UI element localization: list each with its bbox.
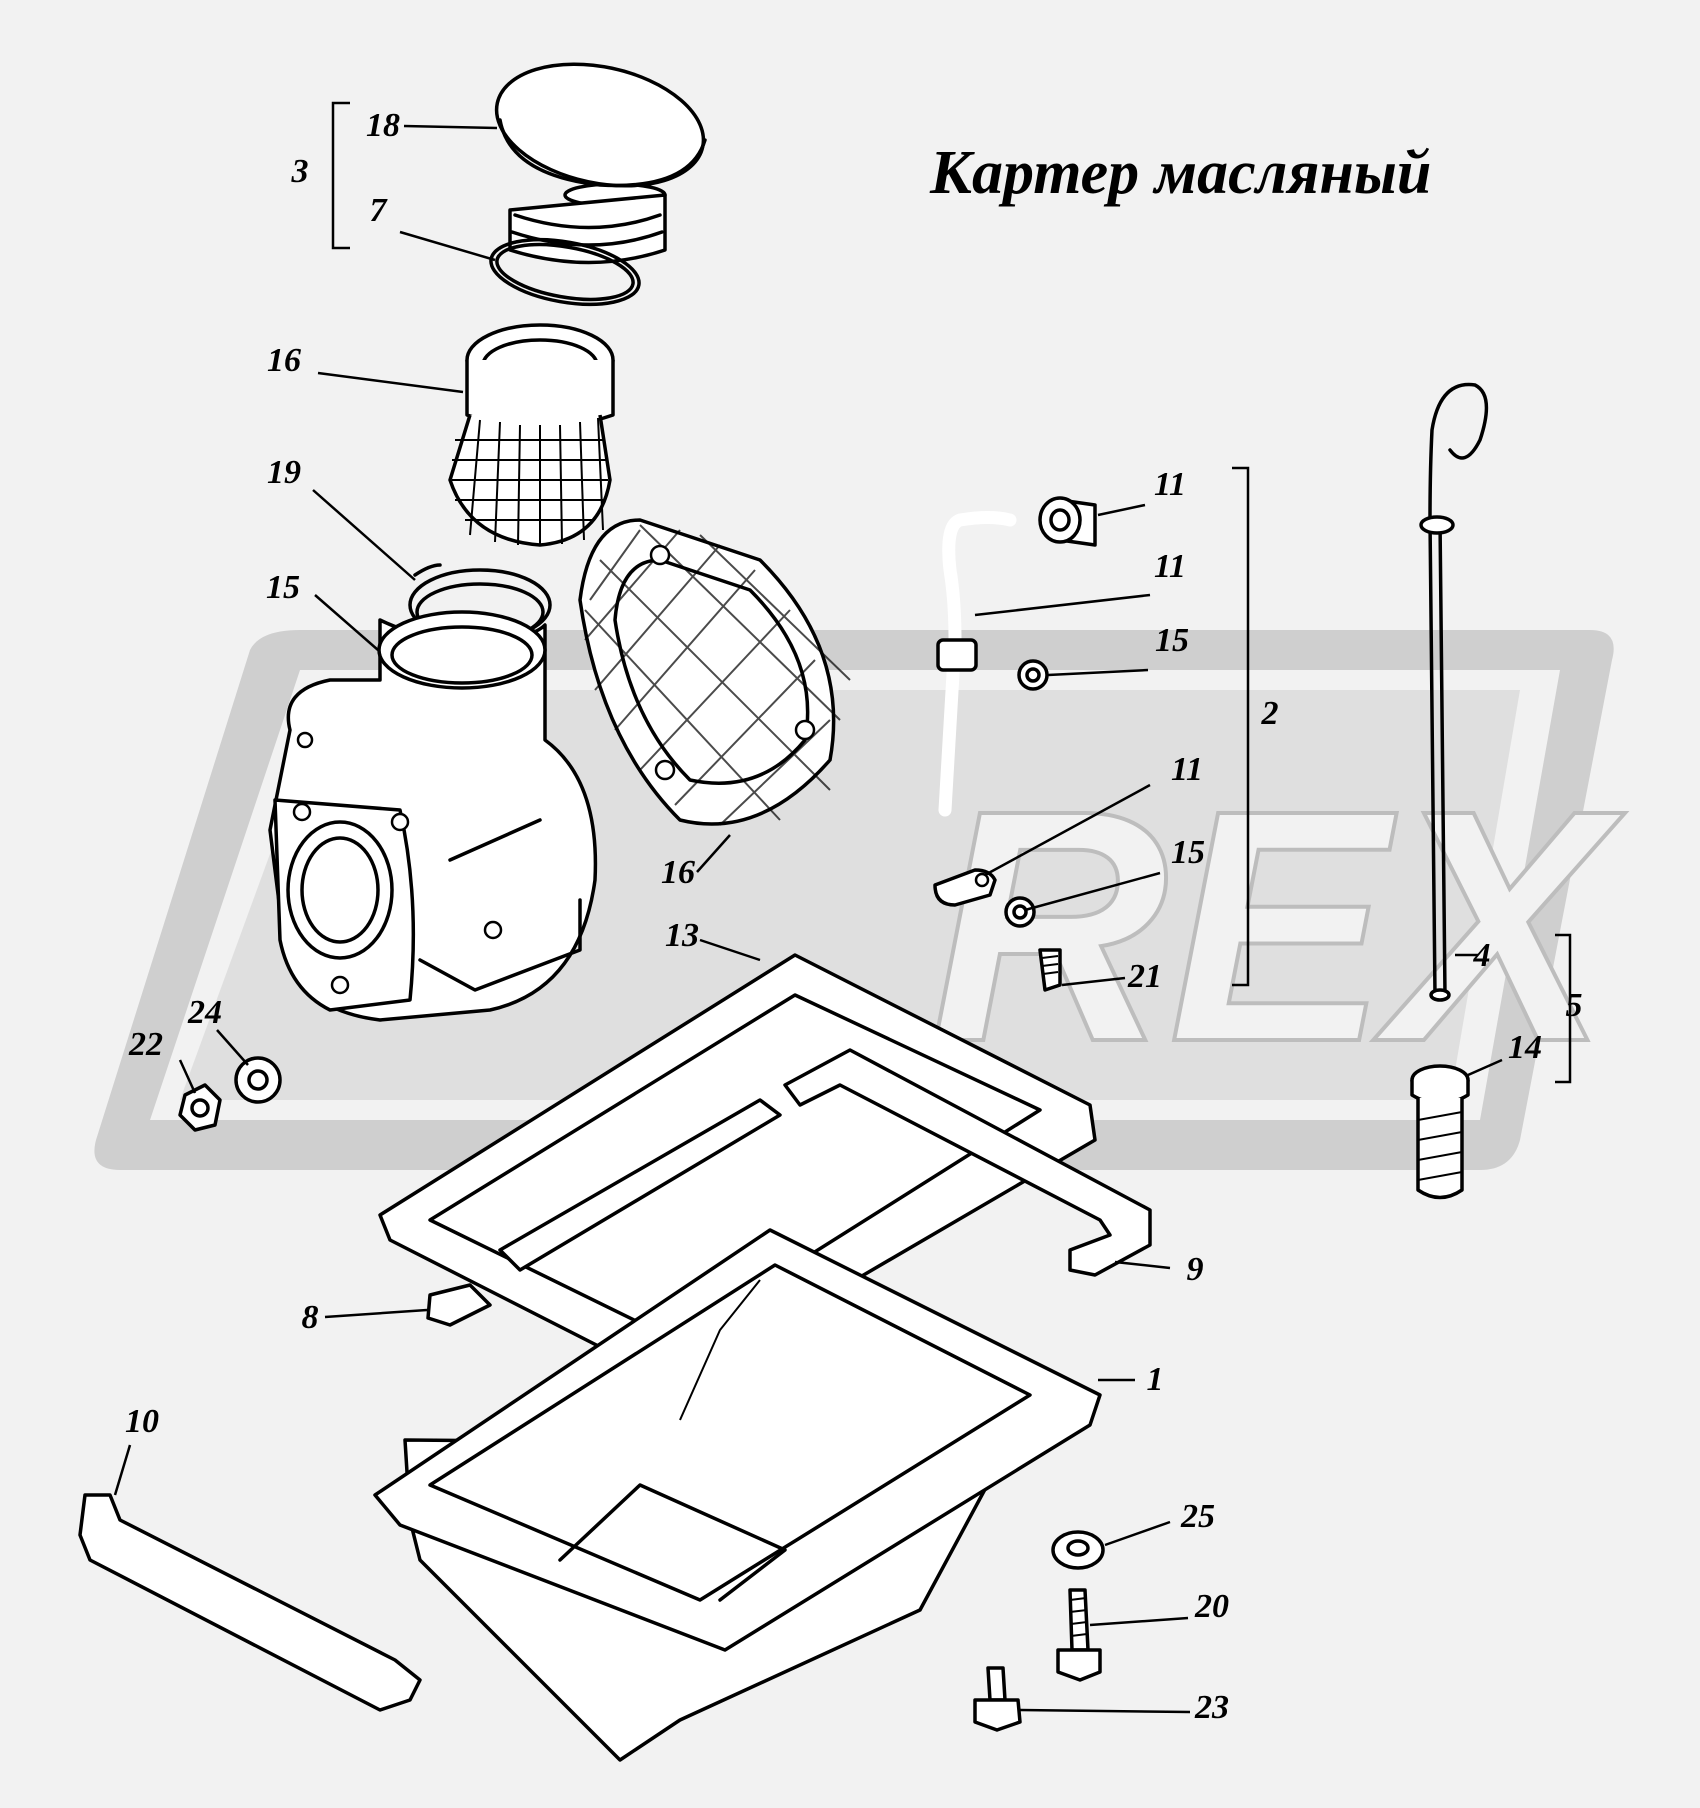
dipstick xyxy=(1419,382,1489,1002)
callout-9: 9 xyxy=(1186,1251,1204,1288)
callout-4: 4 xyxy=(1473,937,1491,974)
callout-20: 20 xyxy=(1195,1588,1229,1625)
diagram-title: Картер масляный xyxy=(930,139,1432,207)
oil-strainer xyxy=(448,323,615,547)
callout-14: 14 xyxy=(1508,1029,1542,1066)
leader-lines xyxy=(113,124,1503,1714)
washer-25 xyxy=(1051,1530,1105,1570)
callout-7: 7 xyxy=(369,192,387,229)
callout-19: 19 xyxy=(267,454,301,491)
nut-22 xyxy=(178,1083,222,1132)
strainer-gasket xyxy=(578,518,851,826)
pan-gasket-13 xyxy=(378,953,1097,1387)
callout-10: 10 xyxy=(125,1403,159,1440)
callout-2: 2 xyxy=(1261,695,1279,732)
callout-1: 1 xyxy=(1146,1361,1164,1398)
drain-plug xyxy=(1410,1064,1470,1200)
callout-22: 22 xyxy=(129,1026,163,1063)
group-bracket-5 xyxy=(1555,933,1572,1084)
callout-11-tube: 11 xyxy=(1153,548,1187,585)
callout-11-sleeve: 11 xyxy=(1153,466,1187,503)
watermark-text: REX xyxy=(930,741,1626,1110)
callout-15-housing: 15 xyxy=(266,569,300,606)
callout-15-washer: 15 xyxy=(1155,622,1189,659)
callout-15-lower: 15 xyxy=(1171,834,1205,871)
oil-pan xyxy=(373,1228,1102,1762)
group-bracket-2 xyxy=(1232,466,1250,987)
lock-washer-24 xyxy=(234,1056,282,1104)
bolt-20 xyxy=(1056,1588,1102,1682)
bolt-23 xyxy=(973,1666,1022,1732)
callout-8: 8 xyxy=(301,1299,319,1336)
callout-13: 13 xyxy=(665,917,699,954)
callout-24: 24 xyxy=(188,994,222,1031)
oil-filler-cap xyxy=(494,62,707,265)
strip-inner xyxy=(498,1098,782,1272)
bracket-8 xyxy=(426,1283,492,1327)
callout-23: 23 xyxy=(1195,1689,1229,1726)
reinforcing-bar-10 xyxy=(78,1493,422,1712)
oil-tube-assembly xyxy=(933,496,1097,992)
callout-25: 25 xyxy=(1181,1498,1215,1535)
callout-5: 5 xyxy=(1565,987,1583,1024)
callout-18: 18 xyxy=(366,107,400,144)
callout-16-strainer: 16 xyxy=(267,342,301,379)
callout-11-flange: 11 xyxy=(1170,751,1204,788)
group-bracket-3 xyxy=(331,101,350,250)
callout-16-gasket: 16 xyxy=(661,854,695,891)
callout-3: 3 xyxy=(291,153,309,190)
callout-21: 21 xyxy=(1128,958,1162,995)
filter-housing xyxy=(268,610,598,1022)
rail-9 xyxy=(783,1048,1152,1277)
